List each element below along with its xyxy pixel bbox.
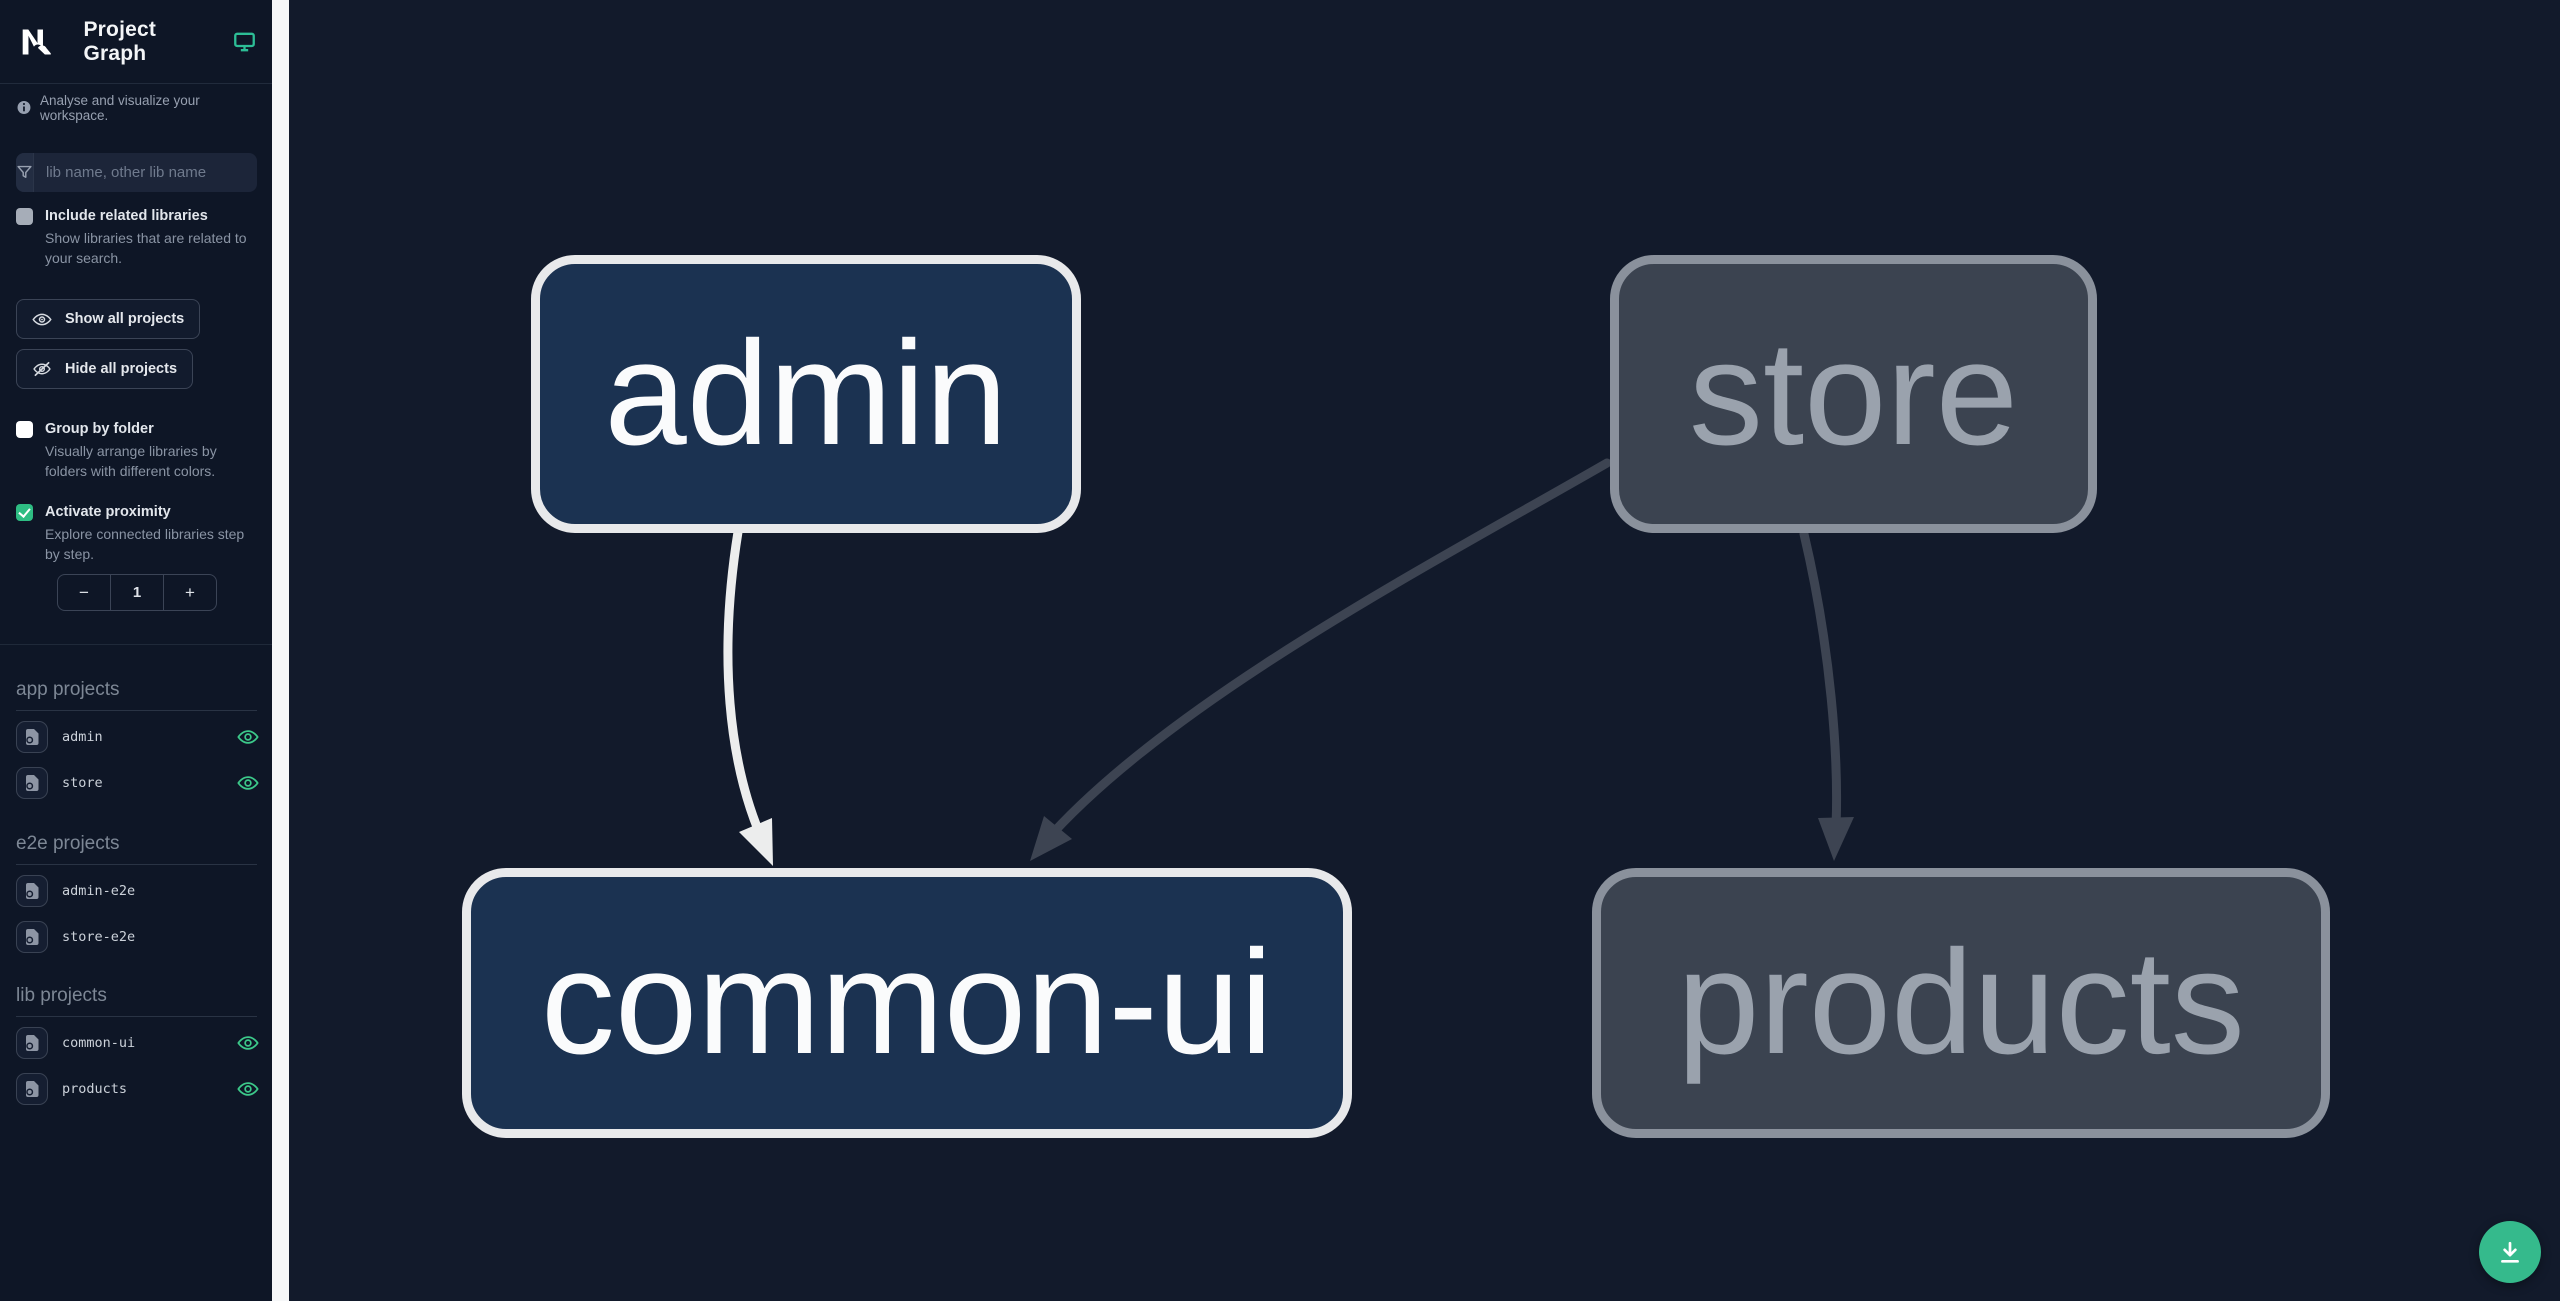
project-row-store-e2e[interactable]: store-e2e [0, 917, 273, 957]
group-by-folder-checkbox[interactable] [16, 421, 33, 438]
activate-proximity-block: Activate proximity Explore connected lib… [0, 503, 273, 564]
filter-input[interactable] [34, 153, 257, 192]
activate-proximity-label[interactable]: Activate proximity [45, 504, 171, 520]
hide-all-projects-label: Hide all projects [65, 361, 178, 377]
download-icon [2501, 1241, 2519, 1263]
show-all-projects-button[interactable]: Show all projects [16, 299, 201, 339]
sidebar: Project Graph Analyse and visualize your… [0, 0, 273, 1301]
project-doc-icon [16, 875, 48, 907]
sidebar-resize-handle[interactable] [272, 0, 289, 1301]
edge-store-products[interactable] [1799, 529, 1854, 861]
tagline-bar: Analyse and visualize your workspace. [0, 84, 273, 131]
tagline-text: Analyse and visualize your workspace. [39, 92, 200, 123]
project-row-store[interactable]: store [0, 763, 273, 803]
graph-node-common-ui[interactable]: common-ui [462, 868, 1352, 1138]
proximity-value[interactable]: 1 [110, 575, 163, 610]
sidebar-section-divider [0, 644, 273, 645]
project-name: store-e2e [62, 929, 136, 945]
monitor-icon[interactable] [234, 32, 255, 52]
project-doc-icon [16, 1073, 48, 1105]
activate-proximity-checkbox[interactable] [16, 504, 33, 521]
include-related-label[interactable]: Include related libraries [45, 208, 208, 224]
section-heading-app-projects: app projects [16, 679, 257, 711]
project-doc-icon [16, 1027, 48, 1059]
project-doc-icon [16, 921, 48, 953]
project-row-admin[interactable]: admin [0, 717, 273, 757]
project-doc-icon [16, 767, 48, 799]
include-related-description: Show libraries that are related to your … [45, 230, 247, 266]
project-name: store [62, 775, 103, 791]
project-name: common-ui [62, 1035, 136, 1051]
section-heading-lib-projects: lib projects [16, 985, 257, 1017]
activate-proximity-description: Explore connected libraries step by step… [45, 526, 245, 562]
group-by-folder-description: Visually arrange libraries by folders wi… [45, 443, 217, 479]
node-label: admin [604, 311, 1008, 476]
edge-admin-common-ui[interactable] [723, 527, 773, 866]
graph-node-admin[interactable]: admin [531, 255, 1081, 533]
node-label: products [1677, 920, 2245, 1085]
proximity-increment-button[interactable]: + [163, 575, 216, 610]
project-doc-icon [16, 721, 48, 753]
include-related-block: Include related libraries Show libraries… [0, 207, 273, 268]
eye-icon [32, 313, 52, 325]
node-label: common-ui [541, 920, 1273, 1085]
filter-funnel-icon [16, 153, 34, 192]
graph-node-store[interactable]: store [1610, 255, 2097, 533]
node-label: store [1688, 311, 2019, 476]
include-related-checkbox[interactable] [16, 208, 33, 225]
graph-node-products[interactable]: products [1592, 868, 2330, 1138]
filter-box [16, 153, 257, 192]
project-visibility-eye-icon[interactable] [237, 1035, 259, 1051]
project-visibility-eye-icon[interactable] [237, 729, 259, 745]
info-icon [17, 101, 31, 114]
eye-slash-icon [33, 361, 51, 377]
graph-edges [723, 458, 1854, 866]
download-graph-button[interactable] [2479, 1221, 2541, 1283]
proximity-stepper: − 1 + [57, 574, 217, 611]
sidebar-header: Project Graph [0, 0, 273, 84]
group-by-folder-block: Group by folder Visually arrange librari… [0, 420, 273, 481]
show-all-projects-label: Show all projects [65, 311, 185, 327]
project-visibility-eye-icon[interactable] [237, 775, 259, 791]
project-name: admin [62, 729, 103, 745]
project-name: products [62, 1081, 128, 1097]
project-row-admin-e2e[interactable]: admin-e2e [0, 871, 273, 911]
project-name: admin-e2e [62, 883, 136, 899]
nx-logo [22, 29, 51, 54]
graph-canvas[interactable]: admin store common-ui products [289, 0, 2560, 1301]
group-by-folder-label[interactable]: Group by folder [45, 421, 154, 437]
project-row-common-ui[interactable]: common-ui [0, 1023, 273, 1063]
project-visibility-eye-icon[interactable] [237, 1081, 259, 1097]
project-row-products[interactable]: products [0, 1069, 273, 1109]
proximity-decrement-button[interactable]: − [79, 582, 89, 602]
edge-store-common-ui[interactable] [1030, 458, 1612, 861]
section-heading-e2e-projects: e2e projects [16, 833, 257, 865]
page-title: Project Graph [83, 17, 157, 65]
hide-all-projects-button[interactable]: Hide all projects [16, 349, 194, 389]
